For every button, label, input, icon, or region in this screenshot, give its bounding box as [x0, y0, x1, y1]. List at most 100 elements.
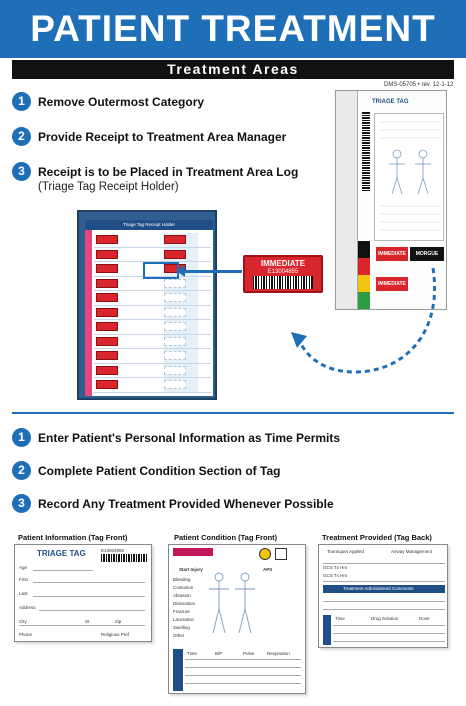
tag-title: TRIAGE TAG — [372, 99, 409, 105]
treatment-section-band: Treatment Administered Comments — [323, 585, 445, 593]
vitals-side-band — [173, 649, 183, 691]
section-title: Treatment Areas — [167, 61, 299, 77]
body-outline-icon — [379, 121, 441, 231]
immediate-receipt: IMMEDIATE E13004855 — [243, 255, 323, 293]
tag-tab-left: IMMEDIATE — [376, 247, 408, 261]
log-board-row — [94, 233, 211, 248]
patient-information-form: TRIAGE TAG E13004855 Age First Last Addr… — [14, 544, 152, 642]
field-bleeding: Bleeding — [173, 577, 191, 582]
receipt-category-label: IMMEDIATE — [260, 259, 306, 268]
field-first: First — [19, 577, 28, 582]
field-other: Other — [173, 633, 185, 638]
field-age: Age — [19, 565, 28, 570]
treatment-side-band — [323, 615, 331, 645]
step-text-remove-category: Remove Outermost Category — [38, 95, 205, 109]
step-number-3: 3 — [12, 162, 31, 181]
treatment-section-title: Treatment Administered Comments — [343, 586, 414, 591]
field-swelling: Swelling — [173, 625, 190, 630]
log-board-row — [94, 306, 211, 320]
page-header: PATIENT TREATMENT — [0, 0, 466, 58]
radiation-icon — [259, 548, 271, 560]
vertical-barcode-icon — [362, 111, 370, 191]
field-religious-pref: Religious Pref — [101, 632, 130, 637]
field-gcs-2: GCS Tx Hrs — [323, 573, 348, 578]
receipt-arrow-line — [180, 270, 242, 273]
treatment-provided-form: Tourniquet Applied Airway Management GCS… — [318, 544, 448, 648]
log-board-row — [94, 349, 211, 364]
tag-tab-right: MORGUE — [410, 247, 444, 261]
treatment-header-time: Time — [335, 616, 345, 621]
step-number-2b: 2 — [12, 461, 31, 480]
step-text-patient-condition: Complete Patient Condition Section of Ta… — [38, 464, 281, 478]
log-board-grid — [94, 233, 211, 393]
vitals-header-bp: B/P — [215, 651, 223, 656]
receipt-slot-highlight — [143, 262, 179, 279]
step-text-personal-info: Enter Patient's Personal Information as … — [38, 431, 341, 445]
field-gcs-1: GCS Tx Hrs — [323, 565, 348, 570]
field-fracture: Fracture — [173, 609, 190, 614]
field-contusion: Contusion — [173, 585, 194, 590]
step-subtext-receipt-holder: (Triage Tag Receipt Holder) — [38, 181, 179, 193]
field-laceration: Laceration — [173, 617, 195, 622]
biohazard-icon — [275, 548, 287, 560]
step-text-record-treatment: Record Any Treatment Provided Whenever P… — [38, 497, 334, 511]
log-board-row — [94, 248, 211, 262]
tag-body-form — [374, 113, 444, 241]
field-address: Address — [19, 605, 36, 610]
document-code: DMS-05705 • rev. 12-1-12 — [384, 82, 454, 88]
dashed-curve-arrow-icon — [291, 267, 436, 374]
log-board-sheet: Triage Tag Receipt Holder — [85, 220, 213, 396]
field-city: City — [19, 619, 27, 624]
field-airway: Airway Management — [391, 549, 433, 554]
triage-tag-illustration: TRIAGE TAG IMMEDIATE MORGUE IMMEDIATE — [335, 90, 447, 310]
step-number-1: 1 — [12, 92, 31, 111]
tag-tab-bottom: IMMEDIATE — [376, 277, 408, 291]
condition-header-band — [173, 548, 213, 556]
form-label-treatment-provided: Treatment Provided (Tag Back) — [322, 533, 432, 542]
field-phone: Phone — [19, 632, 33, 637]
step-number-1b: 1 — [12, 428, 31, 447]
form-tag-number: E13004855 — [101, 548, 125, 553]
page-title: PATIENT TREATMENT — [30, 8, 436, 49]
step-text-provide-receipt: Provide Receipt to Treatment Area Manage… — [38, 130, 287, 144]
field-dislocation: Dislocation — [173, 601, 196, 606]
log-board-row — [94, 291, 211, 306]
log-board-side-strip — [85, 230, 92, 396]
log-board-row — [94, 277, 211, 291]
receipt-number: E13004855 — [267, 269, 299, 275]
form-label-patient-information: Patient Information (Tag Front) — [18, 533, 128, 542]
log-board-row — [94, 364, 211, 378]
body-diagram-icon — [209, 572, 255, 634]
step-text-place-receipt: Receipt is to be Placed in Treatment Are… — [38, 165, 299, 179]
field-aps: APS — [263, 567, 273, 572]
barcode-icon — [253, 276, 313, 289]
tag-side-strip — [336, 91, 358, 309]
log-board-title: Triage Tag Receipt Holder — [85, 220, 213, 230]
barcode-icon — [101, 554, 147, 562]
step-number-3b: 3 — [12, 494, 31, 513]
log-board-row — [94, 335, 211, 349]
log-board-row — [94, 378, 211, 393]
treatment-header-dose: Dose — [419, 616, 430, 621]
field-state: St — [85, 619, 90, 624]
field-tourniquet: Tourniquet Applied — [327, 549, 365, 554]
form-label-patient-condition: Patient Condition (Tag Front) — [174, 533, 278, 542]
treatment-header-drug: Drug Solution — [371, 616, 399, 621]
section-divider — [12, 412, 454, 414]
form-tag-title: TRIAGE TAG — [37, 549, 86, 558]
field-last: Last — [19, 591, 28, 596]
field-abrasion: Abrasion — [173, 593, 191, 598]
triage-color-strip — [358, 241, 370, 309]
patient-condition-form: Start Injury Bleeding Contusion Abrasion… — [168, 544, 306, 694]
arrow-left-icon — [176, 265, 185, 277]
field-start-injury: Start Injury — [179, 567, 203, 572]
step-number-2: 2 — [12, 127, 31, 146]
treatment-area-log-board: Triage Tag Receipt Holder — [77, 210, 217, 400]
vitals-header-respiration: Respiration — [267, 651, 290, 656]
vitals-header-pulse: Pulse — [243, 651, 255, 656]
vitals-header-time: Time — [187, 651, 197, 656]
section-bar: Treatment Areas — [12, 60, 454, 79]
log-board-row — [94, 320, 211, 335]
field-zip: Zip — [115, 619, 122, 624]
log-board-row — [94, 262, 211, 277]
